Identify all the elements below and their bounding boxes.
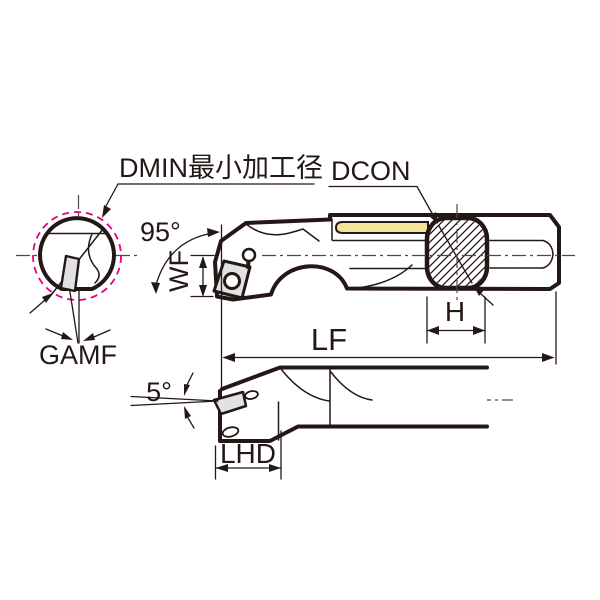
back-angle-dimension: 5° — [130, 372, 219, 429]
lead-angle-dimension: 95° — [140, 217, 220, 294]
dmin-leader-arrow — [102, 205, 111, 218]
wf-dimension: WF — [164, 250, 215, 298]
shank-section-hatch — [429, 220, 485, 286]
dcon-leader-arrow — [429, 212, 438, 224]
label-back-angle: 5° — [146, 377, 172, 407]
edge-pointer-arrow — [42, 293, 53, 303]
coolant-stripe — [334, 221, 429, 234]
label-wf: WF — [164, 250, 194, 292]
clamp-screw — [241, 247, 257, 263]
left-section-view: GAMF — [29, 211, 122, 370]
dcon-diameter-line — [438, 225, 473, 284]
dmin-circle — [32, 211, 122, 301]
head-section — [38, 216, 116, 291]
bottom-body-bottom-edge — [218, 389, 489, 443]
dcon-leader-arrow-2 — [473, 285, 484, 296]
dcon-callout: DCON — [328, 156, 494, 306]
dmin-callout: DMIN最小加工径 — [102, 153, 323, 218]
body-detail-lines — [245, 218, 554, 289]
gamf-dimension: GAMF — [29, 288, 117, 370]
main-side-view — [212, 213, 561, 302]
cross-section-view — [424, 215, 490, 291]
bottom-detail-lines — [221, 368, 373, 441]
dimensions: 95° WF LF H — [130, 217, 557, 480]
bottom-body-top-edge — [220, 365, 489, 391]
bottom-insert — [212, 390, 248, 416]
label-dcon: DCON — [331, 156, 411, 186]
screw-hole — [221, 426, 240, 438]
insert-hole — [223, 272, 241, 290]
head-section-details — [45, 228, 107, 300]
label-lf: LF — [311, 322, 347, 357]
label-dmin: DMIN最小加工径 — [119, 153, 323, 183]
label-gamf: GAMF — [39, 340, 117, 370]
h-dimension: H — [426, 296, 486, 344]
label-lead-angle: 95° — [140, 217, 181, 247]
bottom-clamp — [244, 390, 259, 400]
lhd-dimension: LHD — [214, 430, 282, 480]
label-lhd: LHD — [220, 438, 276, 469]
bottom-view — [212, 365, 489, 443]
bottom-body-fill — [220, 367, 487, 441]
section-insert — [59, 254, 81, 293]
callout-labels: DMIN最小加工径 DCON — [102, 153, 494, 306]
lf-dimension: LF — [220, 224, 557, 391]
label-h: H — [445, 296, 465, 327]
